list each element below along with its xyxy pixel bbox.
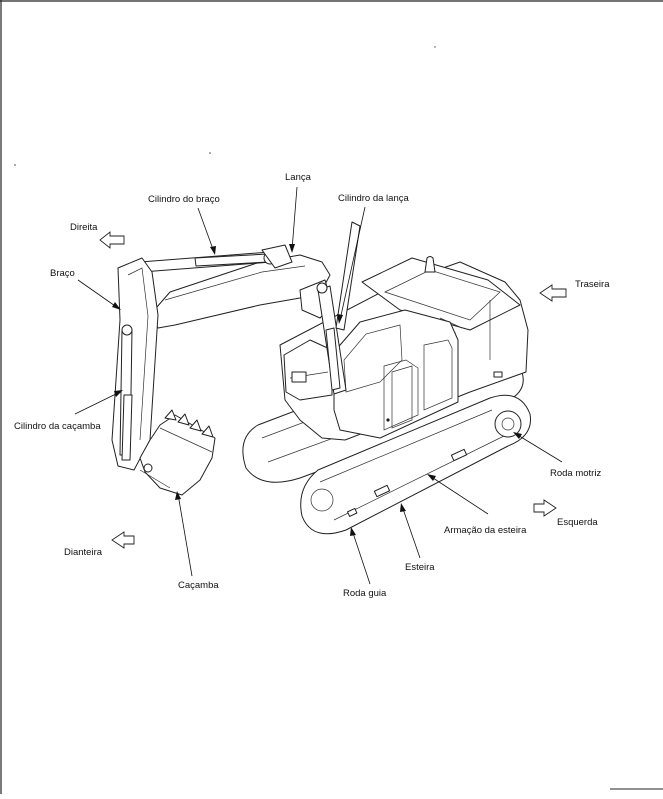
excavator-illustration — [14, 46, 532, 535]
label-braco: Braço — [50, 268, 75, 279]
label-roda-guia: Roda guia — [343, 588, 387, 599]
leader-lines — [74, 186, 563, 585]
label-esteira: Esteira — [405, 562, 435, 573]
label-direita: Direita — [70, 222, 98, 233]
label-dianteira: Dianteira — [64, 547, 103, 558]
label-cilindro-lanca: Cilindro da lança — [338, 193, 409, 204]
label-traseira: Traseira — [575, 279, 610, 290]
label-roda-motriz: Roda motriz — [550, 468, 601, 479]
boom-cylinder-shape — [316, 221, 361, 395]
label-cilindro-braco: Cilindro do braço — [148, 194, 220, 205]
label-armacao-esteira: Armação da esteira — [444, 525, 527, 536]
operator-cab — [333, 309, 459, 439]
label-cacamba: Caçamba — [178, 580, 219, 591]
direction-arrow-left-icon — [533, 499, 557, 517]
front-track — [300, 394, 532, 535]
label-esquerda: Esquerda — [557, 517, 598, 528]
bucket — [139, 409, 216, 496]
direction-arrow-rear-icon — [539, 284, 567, 302]
direction-arrow-right-icon — [99, 231, 125, 249]
direction-arrow-front-icon — [111, 531, 135, 549]
label-cilindro-cacamba: Cilindro da caçamba — [14, 421, 101, 432]
label-lanca: Lança — [285, 172, 312, 183]
bucket-cylinder-shape — [119, 324, 133, 461]
